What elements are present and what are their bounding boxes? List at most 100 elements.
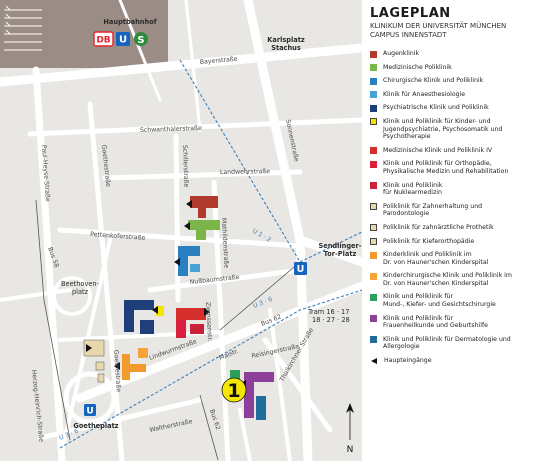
legend-item[interactable]: Klinik und Poliklinik für Orthopädie, Ph… [370,160,536,175]
legend-item[interactable]: Psychiatrische Klinik und Poliklinik [370,104,536,112]
label-beethoven: Beethoven- [61,280,100,288]
legend-title: LAGEPLAN [370,6,451,21]
railway-tracks [4,5,42,51]
street-landwehr: Landwehrstraße [220,168,270,176]
street-paul-heyse: Paul-Heyse-Straße [40,145,51,202]
legend-swatch [370,160,377,168]
legend-entrance-item: Haupteingänge [370,357,536,364]
legend-item-label: Klinik und Poliklinik für Nuklearmedizin [383,181,443,197]
legend-item[interactable]: Klinik für Anaesthesiologie [370,91,536,99]
legend-swatch [370,224,377,232]
street-goethe-south: Goethestraße [112,350,122,393]
s-badge-label: S [137,35,144,46]
legend-item-label: Medizinische Klinik und Poliklinik IV [383,146,493,154]
building-kinderchirurgie [138,348,148,358]
building-kinderpsychiatrie [156,306,164,316]
entrance-triangle-icon [371,357,377,364]
label-karlsplatz: Karlsplatz [267,36,305,44]
legend-item-label: Klinik für Anaesthesiologie [383,90,466,98]
legend-subtitle-line1: KLINIKUM DER UNIVERSITÄT MÜNCHEN [370,22,507,30]
legend-item[interactable]: Klinik und Poliklinik für Frauenheilkund… [370,315,536,330]
label-hauptbahnhof: Hauptbahnhof [103,18,156,26]
label-beethoven-platz: platz [72,288,89,296]
legend-swatch [370,238,377,245]
legend-swatch [370,147,377,155]
legend-swatch [370,293,377,301]
legend-swatch [370,104,377,112]
legend-swatch [370,251,377,259]
street-mathilden: Mathildenstraße [220,218,230,269]
building-kieferorthopaedie [97,373,105,383]
legend-entrance-label: Haupteingänge [384,357,432,365]
legend-item[interactable]: Poliklinik für zahnärztliche Prothetik [370,224,536,232]
legend-item[interactable]: Poliklinik für Kieferorthopädie [370,238,536,246]
legend-swatch [370,272,377,280]
sendlinger-u-badge [294,262,307,275]
building-nuklearmedizin [190,324,204,334]
hospital-buildings[interactable] [83,196,274,420]
legend-item[interactable]: Klinik und Poliklinik für Mund-, Kiefer-… [370,293,536,308]
legend-swatch [370,182,377,190]
building-anaesthesiologie [190,264,200,272]
legend-item-label: Poliklinik für Kieferorthopädie [383,237,475,245]
legend-panel: LAGEPLAN KLINIKUM DER UNIVERSITÄT MÜNCHE… [370,6,536,364]
street-pettenkofer: Pettenkoferstraße [90,231,146,242]
label-tram-2: 18 · 27 · 28 [312,316,350,324]
building-augenklinik-wing [198,208,206,218]
legend-swatch [370,64,377,72]
north-arrow: N [346,403,354,455]
label-tram-1: Tram 16 · 17 [307,308,349,316]
legend-item[interactable]: Medizinische Poliklinik [370,64,536,72]
label-stachus: Stachus [271,44,301,52]
legend-item[interactable]: Kinderchirurgische Klinik und Poliklinik… [370,272,536,287]
legend-item-label: Medizinische Poliklinik [383,63,452,71]
legend-item-label: Chirurgische Klinik und Poliklinik [383,77,484,85]
ubahn-lines [59,59,362,449]
label-goetheplatz: Goetheplatz [73,422,118,430]
legend-item-label: Klinik und Poliklinik für Mund-, Kiefer-… [383,293,496,309]
db-badge-label: DB [96,36,110,46]
building-dermatologie [256,396,266,420]
building-kinderklinik [122,354,130,380]
location-marker-number: 1 [227,380,240,402]
legend-item[interactable]: Medizinische Klinik und Poliklinik IV [370,147,536,155]
entrance-marker [186,200,192,208]
location-marker[interactable] [221,377,247,403]
legend-item[interactable]: Kinderklinik und Poliklinik im Dr. von H… [370,251,536,266]
bus-routes [35,199,301,461]
legend-item-label: Poliklinik für zahnärztliche Prothetik [383,223,494,231]
legend-item-label: Klinik und Poliklinik für Frauenheilkund… [383,314,488,330]
legend-subtitle-line2: CAMPUS INNENSTADT [370,31,447,39]
beethovenplatz-circle [52,276,92,316]
building-mkg-chirurgie [230,370,240,380]
legend-item-label: Augenklinik [383,50,420,57]
building-chirurgie [178,246,200,256]
legend-item-label: Klinik und Poliklinik für Orthopädie, Ph… [383,160,509,175]
building-augenklinik [190,196,218,208]
legend-swatch [370,315,377,323]
legend-item[interactable]: Klinik und Poliklinik für Nuklearmedizin [370,182,536,197]
site-map[interactable]: DB U S U U [0,0,362,461]
legend-swatch [370,91,377,99]
building-chirurgie-wing [178,256,188,276]
legend-item[interactable]: Augenklinik [370,50,536,58]
legend-item-label: Kinderklinik und Poliklinik im Dr. von H… [383,251,489,266]
legend-item[interactable]: Klinik und Poliklinik für Kinder- und Ju… [370,118,536,141]
entrance-marker [174,258,180,266]
u-badge-label: U [119,35,127,46]
building-frauenklinik-wing [244,382,254,418]
sendlinger-u-label: U [297,264,305,275]
legend-item[interactable]: Poliklinik für Zahnerhaltung und Parodon… [370,203,536,218]
legend-item[interactable]: Klinik und Poliklinik für Dermatologie u… [370,336,536,351]
legend-swatch [370,336,377,344]
goetheplatz-u-label: U [86,407,93,417]
building-psychiatrie [124,300,154,310]
north-label: N [347,445,354,455]
street-ziemssen: Ziemssenstr. [204,302,213,342]
legend-item[interactable]: Chirurgische Klinik und Poliklinik [370,77,536,85]
legend-swatch [370,118,377,126]
goetheplatz-u-badge [84,404,96,416]
transit-badges: DB U S [93,31,148,47]
legend-swatch [370,50,377,58]
